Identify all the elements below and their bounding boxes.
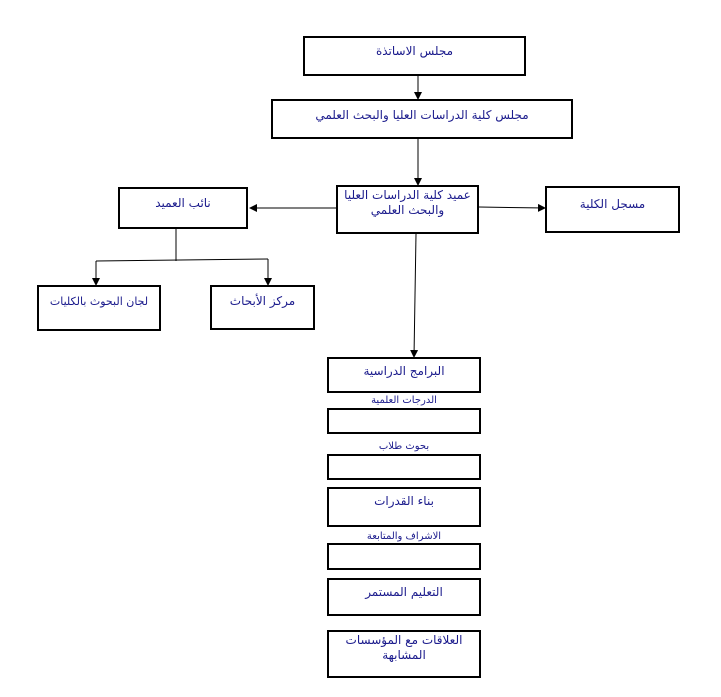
vice-dean-label: نائب العميد	[155, 196, 211, 210]
study-programs-box: البرامج الدراسية	[327, 357, 481, 393]
line-horizontal-split	[95, 258, 269, 262]
relations-label: العلاقات مع المؤسسات المشابهة	[345, 633, 463, 662]
council-professors-box: مجلس الاساتذة	[303, 36, 526, 76]
relations-box: العلاقات مع المؤسسات المشابهة	[327, 630, 481, 678]
supervision-box	[327, 543, 481, 570]
student-research-label: بحوث طلاب	[378, 441, 430, 452]
registrar-label: مسجل الكلية	[579, 197, 646, 211]
degrees-box	[327, 408, 481, 434]
council-graduate-label: مجلس كلية الدراسات العليا والبحث العلمي	[315, 108, 529, 122]
arrow-dean-to-programs	[410, 233, 419, 358]
continuing-education-box: التعليم المستمر	[327, 578, 481, 616]
capacity-building-box: بناء القدرات	[327, 487, 481, 527]
supervision-label: الاشراف والمتابعة	[366, 531, 442, 542]
council-professors-label: مجلس الاساتذة	[375, 44, 454, 58]
capacity-building-label: بناء القدرات	[374, 494, 434, 508]
arrow-dean-to-registrar	[478, 203, 546, 212]
research-center-label: مركز الأبحاث	[229, 294, 296, 308]
registrar-box: مسجل الكلية	[545, 186, 680, 233]
council-graduate-box: مجلس كلية الدراسات العليا والبحث العلمي	[271, 99, 573, 139]
dean-label: عميد كلية الدراسات العليا والبحث العلمي	[344, 188, 471, 217]
vice-dean-box: نائب العميد	[118, 187, 248, 229]
study-programs-label: البرامج الدراسية	[363, 364, 445, 378]
degrees-label: الدرجات العلمية	[371, 395, 437, 406]
continuing-education-label: التعليم المستمر	[365, 585, 443, 599]
research-center-box: مركز الأبحاث	[210, 285, 315, 330]
student-research-box	[327, 454, 481, 480]
research-committees-box: لجان البحوث بالكليات	[37, 285, 161, 331]
research-committees-label: لجان البحوث بالكليات	[49, 295, 149, 308]
dean-box: عميد كلية الدراسات العليا والبحث العلمي	[336, 185, 479, 234]
